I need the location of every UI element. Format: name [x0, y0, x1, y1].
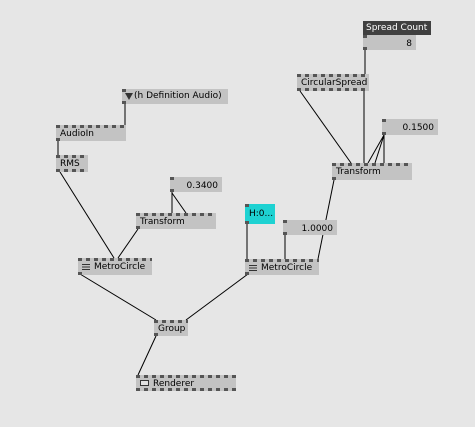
input-pin[interactable]: [363, 35, 367, 38]
color-value[interactable]: H:0...: [249, 209, 274, 219]
spread-count-title: Spread Count: [363, 21, 431, 35]
value-text[interactable]: 0.1500: [402, 123, 435, 133]
audioin-node[interactable]: AudioIn: [56, 125, 126, 141]
output-pin[interactable]: [382, 132, 386, 135]
wire-group-to-renderer: [137, 335, 157, 376]
metrocircle-right-input-pins[interactable]: [245, 259, 319, 262]
audioin-output-pin[interactable]: [56, 138, 60, 141]
transform-right-node[interactable]: Transform: [332, 163, 412, 180]
metrocircle-left-node[interactable]: MetroCircle: [78, 258, 152, 275]
input-pin[interactable]: [245, 204, 249, 207]
wire-metrocircle-left-to-group: [79, 273, 157, 321]
value-text[interactable]: 1.0000: [301, 224, 334, 234]
rms-label: RMS: [60, 159, 80, 169]
wire-transform-left-to-metrocircle-left: [117, 228, 139, 259]
spread-count-value[interactable]: 8: [406, 39, 412, 49]
output-pin[interactable]: [122, 101, 126, 104]
output-pin[interactable]: [283, 232, 287, 235]
audio-device-enum[interactable]: (h Definition Audio): [122, 89, 228, 104]
output-pin[interactable]: [170, 189, 174, 192]
value-box-1.0[interactable]: 1.0000: [283, 220, 337, 235]
metrocircle-right-node[interactable]: MetroCircle: [245, 259, 319, 275]
transform-right-input-pins[interactable]: [332, 163, 412, 166]
group-label: Group: [158, 324, 186, 334]
renderer-label: Renderer: [153, 379, 195, 389]
value-text[interactable]: 0.3400: [186, 181, 219, 191]
menu-lines-icon: [82, 264, 90, 270]
metrocircle-left-label: MetroCircle: [94, 262, 146, 272]
color-io-box[interactable]: H:0...: [245, 204, 275, 224]
wire-metrocircle-right-to-group: [185, 273, 249, 321]
spread-count-value-box[interactable]: 8: [363, 35, 416, 50]
wire-value015-to-transform-right-b: [374, 134, 385, 164]
group-output-pin[interactable]: [154, 333, 158, 336]
circularspread-node[interactable]: CircularSpread: [297, 74, 369, 91]
value-box-0.34[interactable]: 0.3400: [170, 177, 222, 192]
input-pin[interactable]: [170, 177, 174, 180]
wire-rms-to-metrocircle-left: [59, 171, 115, 259]
input-pin[interactable]: [122, 89, 126, 92]
transform-left-label: Transform: [140, 217, 185, 227]
wire-value-to-transform-left-b: [171, 192, 187, 214]
wire-circularspread-to-transform-right-a: [299, 90, 352, 164]
metrocircle-right-label: MetroCircle: [261, 263, 313, 273]
wire-value015-to-transform-right-a: [367, 134, 385, 164]
window-icon: [140, 380, 149, 386]
rms-input-pins[interactable]: [56, 155, 88, 158]
circularspread-label: CircularSpread: [301, 78, 368, 88]
output-pin[interactable]: [363, 47, 367, 50]
menu-lines-icon: [249, 265, 257, 271]
input-pin[interactable]: [283, 220, 287, 223]
rms-output-pins[interactable]: [56, 169, 88, 172]
group-input-pins[interactable]: [154, 320, 188, 323]
transform-right-output-pin[interactable]: [332, 177, 336, 180]
audioin-input-pins[interactable]: [56, 125, 126, 128]
renderer-output-pins[interactable]: [136, 388, 236, 391]
dropdown-triangle-icon: [125, 93, 133, 100]
metrocircle-right-output-pin[interactable]: [245, 272, 249, 275]
audio-device-label: (h Definition Audio): [134, 91, 222, 101]
transform-left-output-pin[interactable]: [136, 226, 140, 229]
renderer-node[interactable]: Renderer: [136, 375, 236, 391]
transform-left-node[interactable]: Transform: [136, 213, 216, 229]
renderer-input-pins[interactable]: [136, 375, 236, 378]
output-pin[interactable]: [245, 221, 249, 224]
audioin-label: AudioIn: [60, 129, 94, 139]
circularspread-input-pins[interactable]: [297, 74, 369, 77]
transform-right-label: Transform: [336, 167, 381, 177]
input-pin[interactable]: [382, 119, 386, 122]
circularspread-output-pins[interactable]: [297, 88, 369, 91]
transform-left-input-pins[interactable]: [136, 213, 216, 216]
metrocircle-left-output-pin[interactable]: [78, 272, 82, 275]
metrocircle-left-input-pins[interactable]: [78, 258, 152, 261]
group-node[interactable]: Group: [154, 320, 188, 336]
spread-count-title-text: Spread Count: [366, 23, 428, 33]
value-box-0.15[interactable]: 0.1500: [382, 119, 438, 135]
rms-node[interactable]: RMS: [56, 155, 88, 172]
